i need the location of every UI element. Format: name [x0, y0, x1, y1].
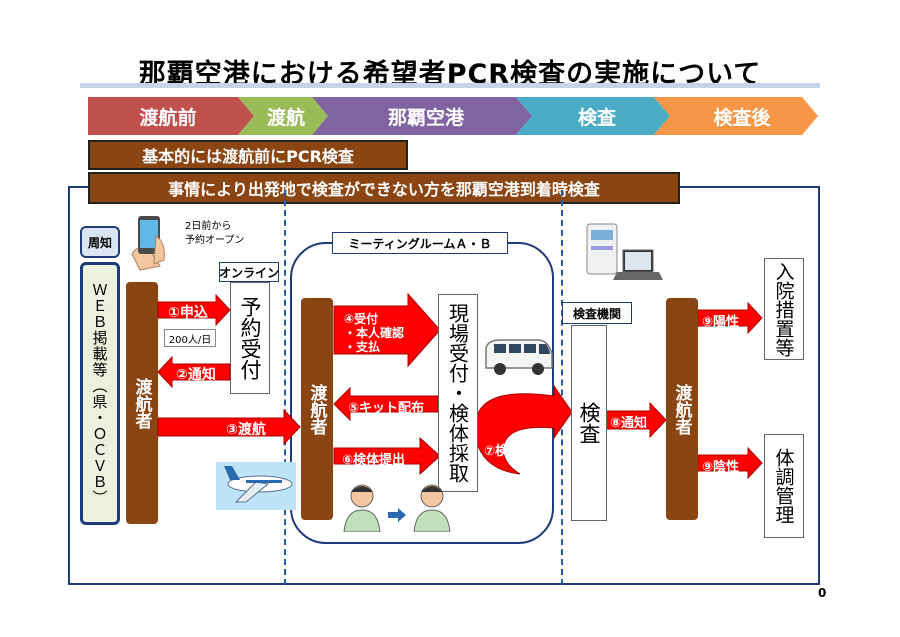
- step-apply-label: ①申込: [168, 305, 208, 321]
- positive-result-label: 入院措置等: [772, 261, 795, 357]
- stage-chevrons: [88, 97, 818, 135]
- step-reception-line1: ④受付: [344, 312, 379, 326]
- stage-chevron-travel: [238, 97, 328, 135]
- arrow-specimen-submit: [333, 436, 441, 476]
- step-positive-label: ⑨陽性: [702, 315, 740, 330]
- step-specimen-collect-label: ⑦検体回収: [484, 444, 548, 459]
- title-underline: [80, 83, 820, 88]
- notice-box: ＷＥＢ掲載等（県・ＯＣＶＢ）: [80, 262, 120, 525]
- banner-basic: 基本的には渡航前にPCR検査: [88, 140, 408, 170]
- capacity-note: 200人/日: [164, 329, 216, 347]
- divider-airport-lab: [561, 190, 563, 585]
- traveler-label-1: 渡航者: [131, 377, 152, 429]
- traveler-column-1: 渡航者: [126, 282, 158, 524]
- step-notify-1-label: ②通知: [176, 367, 216, 383]
- arrow-notify-2: [605, 401, 667, 439]
- reservation-open-note: 2日前から 予約オープン: [185, 220, 244, 248]
- stage-pre-travel: 渡航前: [139, 106, 197, 129]
- positive-result-box: 入院措置等: [764, 258, 804, 360]
- traveler-label-2: 渡航者: [306, 383, 327, 435]
- banner-airport-test: 事情により出発地で検査ができない方を那覇空港到着時検査: [88, 172, 680, 204]
- stage-chevron-airport: [312, 97, 532, 135]
- smartphone-icon: [131, 216, 165, 271]
- inspection-box-label: 検査: [577, 402, 601, 444]
- arrow-apply: [157, 293, 231, 327]
- reservation-open-note-line2: 予約オープン: [185, 235, 245, 246]
- step-negative-label: ⑨陰性: [702, 460, 740, 475]
- traveler-label-3: 渡航者: [671, 383, 692, 435]
- notice-header: 周知: [80, 226, 120, 258]
- meeting-room-label: ミーティングルームＡ・Ｂ: [332, 232, 508, 254]
- stage-chevron-after: [654, 97, 818, 135]
- arrow-notify-1: [157, 355, 231, 389]
- traveler-column-2: 渡航者: [301, 298, 333, 520]
- lab-equipment-icon: [586, 223, 663, 280]
- notice-text: ＷＥＢ掲載等（県・ＯＣＶＢ）: [90, 281, 109, 506]
- step-specimen-submit-label: ⑥検体提出: [342, 453, 406, 468]
- negative-result-box: 体調管理: [764, 434, 804, 538]
- online-label: オンライン: [219, 262, 279, 282]
- reservation-box-label: 予約受付: [238, 296, 262, 380]
- lab-label: 検査機関: [562, 302, 632, 324]
- airplane-icon: [216, 462, 296, 510]
- stage-airport: 那覇空港: [387, 106, 464, 129]
- people-icon: [343, 484, 451, 532]
- reservation-box: 予約受付: [230, 282, 270, 394]
- step-kit-label: ⑤キット配布: [348, 401, 425, 416]
- stage-inspection: 検査: [577, 106, 616, 129]
- inspection-box: 検査: [571, 325, 607, 521]
- arrow-kit: [333, 386, 439, 422]
- step-reception-line2: ・本人確認: [344, 326, 405, 340]
- traveler-column-3: 渡航者: [666, 298, 698, 520]
- arrow-positive: [697, 301, 763, 335]
- stage-travel: 渡航: [266, 106, 305, 129]
- negative-result-label: 体調管理: [772, 448, 795, 524]
- van-icon: [485, 339, 553, 375]
- stage-chevron-pre-travel: [88, 97, 254, 135]
- onsite-box: 現場受付・検体採取: [438, 294, 478, 492]
- page-number: 0: [818, 586, 827, 600]
- arrow-specimen-collect: [475, 384, 573, 475]
- stage-after: 検査後: [713, 106, 771, 129]
- stage-chevron-inspection: [516, 97, 670, 135]
- step-notify-2-label: ⑧通知: [610, 416, 648, 431]
- arrow-reception: [333, 292, 441, 368]
- step-reception-line3: ・支払: [344, 340, 381, 354]
- onsite-box-label: 現場受付・検体採取: [445, 303, 470, 483]
- step-reception-label: ④受付 ・本人確認 ・支払: [344, 312, 404, 354]
- reservation-open-note-line1: 2日前から: [185, 221, 232, 232]
- arrow-negative: [697, 446, 763, 480]
- step-travel-label: ③渡航: [226, 422, 266, 438]
- divider-travel-airport: [284, 190, 286, 585]
- arrow-travel: [157, 408, 301, 446]
